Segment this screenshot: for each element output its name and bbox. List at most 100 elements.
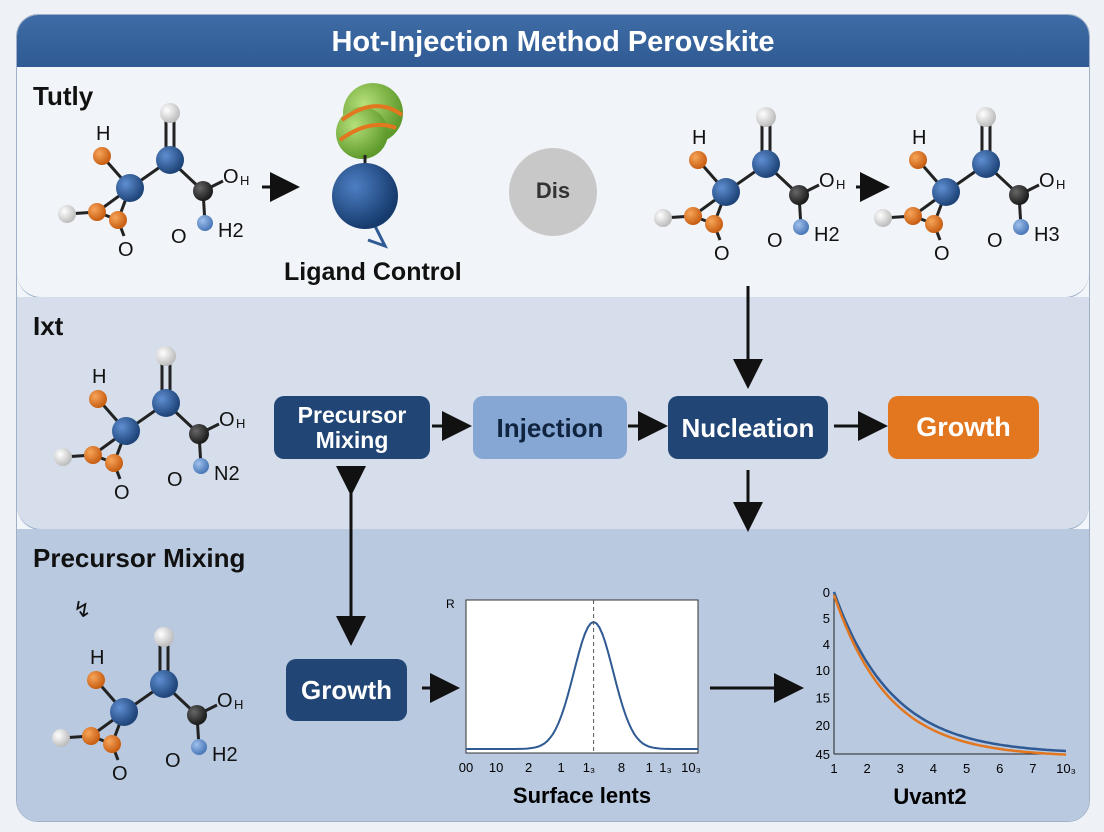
- atom-label-o: O: [987, 230, 1003, 252]
- ligand-ring: [340, 104, 404, 122]
- y-axis-label: R: [446, 597, 455, 611]
- oxygen-atom: [684, 207, 702, 225]
- atom-label-sub: H2: [814, 224, 840, 246]
- growth-box-bottom: Growth: [286, 659, 407, 721]
- series-line: [832, 591, 1067, 753]
- y-tick-label: 4: [823, 637, 830, 652]
- atom-label-sub: H2: [212, 744, 238, 766]
- oxygen-atom: [909, 151, 927, 169]
- y-tick-label: 20: [816, 718, 830, 733]
- oxygen-atom: [103, 735, 121, 753]
- hydrogen-atom: [874, 209, 892, 227]
- nanocrystal-core-icon: [332, 163, 398, 229]
- carbon-atom-dark: [187, 705, 207, 725]
- page-title: Hot-Injection Method Perovskite: [17, 15, 1089, 67]
- atom-label-o: O: [165, 750, 181, 772]
- hydrogen-atom: [52, 729, 70, 747]
- precursor-mixing-box: Precursor Mixing: [274, 396, 430, 459]
- carbon-atom-dark: [189, 424, 209, 444]
- carbon-atom: [116, 174, 144, 202]
- atom-label-o: O: [171, 226, 187, 248]
- tick-label: 1₃: [659, 760, 672, 775]
- carbon-atom: [972, 150, 1000, 178]
- oxygen-atom: [84, 446, 102, 464]
- oxygen-atom: [82, 727, 100, 745]
- oxygen-atom: [904, 207, 922, 225]
- oxygen-atom: [925, 215, 943, 233]
- tick-label: 2: [525, 760, 532, 775]
- carbon-atom: [112, 417, 140, 445]
- diagram-frame: Hot-Injection Method Perovskite Tutly Ix…: [16, 14, 1090, 822]
- atom-label-h-small: H: [234, 697, 243, 712]
- carbon-atom-dark: [193, 181, 213, 201]
- oxygen-atom: [89, 390, 107, 408]
- y-tick-label: 0: [823, 585, 830, 600]
- atom-label-sub: H3: [1034, 224, 1060, 246]
- atom-label-o: O: [714, 243, 730, 265]
- oxygen-atom: [87, 671, 105, 689]
- atom-label-h: H: [90, 647, 104, 669]
- x-tick-label: 2: [864, 761, 871, 776]
- atom-label-o: O: [819, 170, 835, 192]
- atom-label-h: H: [96, 123, 110, 145]
- atom-label-h: H: [912, 127, 926, 149]
- injection-box: Injection: [473, 396, 627, 459]
- atom-label-o: O: [118, 239, 134, 261]
- nucleation-box: Nucleation: [668, 396, 828, 459]
- precursor-line2: Mixing: [315, 426, 389, 453]
- atom-label-h: H: [92, 366, 106, 388]
- x-tick-label: 1: [830, 761, 837, 776]
- carbon-atom-dark: [1009, 185, 1029, 205]
- atom-label-sub: H2: [218, 220, 244, 242]
- oxygen-atom: [705, 215, 723, 233]
- tick-label: 1: [646, 760, 653, 775]
- x-axis-label: Uvant2: [893, 784, 966, 809]
- ligand-tail: [367, 219, 389, 249]
- nitrogen-atom: [793, 219, 809, 235]
- small-arrow-glyph: ↯: [73, 597, 92, 622]
- y-tick-label: 10: [816, 663, 830, 678]
- carbon-atom: [752, 150, 780, 178]
- atom-label-o: O: [219, 409, 235, 431]
- dis-circle: [509, 148, 597, 236]
- atom-label-h-small: H: [236, 416, 245, 431]
- plot-area: [465, 599, 699, 754]
- carbon-atom: [110, 698, 138, 726]
- carbon-atom: [156, 146, 184, 174]
- tick-label: 1₃: [583, 760, 596, 775]
- y-tick-label: 15: [816, 690, 830, 705]
- atom-label-sub: N2: [214, 463, 240, 485]
- carbon-atom: [712, 178, 740, 206]
- oxygen-atom: [689, 151, 707, 169]
- atom-label-o: O: [114, 482, 130, 504]
- x-tick-label: 7: [1029, 761, 1036, 776]
- oxygen-atom: [88, 203, 106, 221]
- dis-label: Dis: [535, 178, 571, 203]
- atom-label-o: O: [167, 469, 183, 491]
- nitrogen-atom: [191, 739, 207, 755]
- hydrogen-atom: [756, 107, 776, 127]
- y-tick-label: 5: [823, 611, 830, 626]
- hydrogen-atom: [54, 448, 72, 466]
- oxygen-atom: [109, 211, 127, 229]
- ligand-shell-icon: [336, 107, 388, 159]
- x-axis-label: Surface lents: [513, 783, 651, 808]
- atom-label-h-small: H: [836, 177, 845, 192]
- x-tick-label: 5: [963, 761, 970, 776]
- carbon-atom: [150, 670, 178, 698]
- carbon-atom: [932, 178, 960, 206]
- hydrogen-atom: [160, 103, 180, 123]
- section-title-top: Tutly: [33, 81, 94, 111]
- bond: [206, 422, 220, 432]
- nitrogen-atom: [193, 458, 209, 474]
- carbon-atom-dark: [789, 185, 809, 205]
- oxygen-atom: [105, 454, 123, 472]
- hydrogen-atom: [58, 205, 76, 223]
- atom-label-o: O: [217, 690, 233, 712]
- tick-label: 8: [618, 760, 625, 775]
- bond: [1026, 183, 1040, 193]
- nitrogen-atom: [1013, 219, 1029, 235]
